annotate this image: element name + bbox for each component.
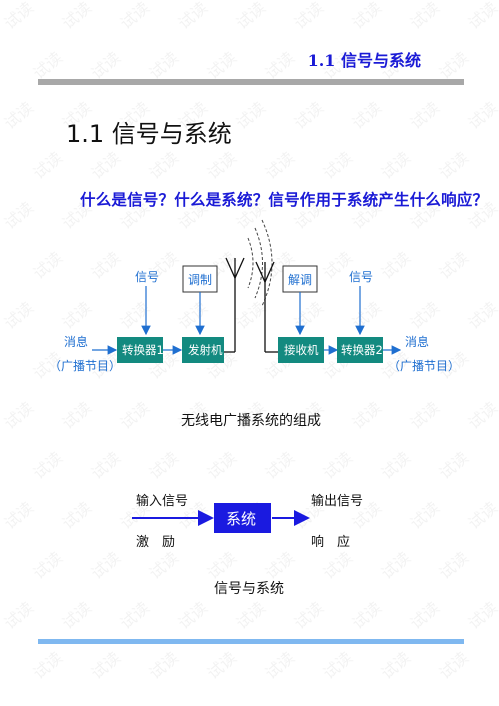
modulation-box — [182, 265, 218, 293]
footer-divider — [38, 639, 464, 644]
antenna-icon — [255, 261, 278, 353]
converter2-label: 转换器2 — [341, 343, 383, 357]
transmitter-box — [182, 337, 224, 363]
antenna-icon — [224, 257, 245, 353]
message-label-left: 消息 — [64, 334, 88, 349]
system-label: 系统 — [226, 510, 256, 528]
header-title: 1.1 信号与系统 — [307, 51, 421, 70]
message-label-right: 消息 — [405, 334, 429, 349]
converter1-label: 转换器1 — [122, 343, 164, 357]
system-box — [214, 503, 271, 533]
system-diagram-caption: 信号与系统 — [214, 581, 284, 597]
converter2-box — [337, 337, 383, 363]
slide-title: 1.1 信号与系统 — [66, 120, 232, 148]
output-signal-label: 输出信号 — [311, 494, 364, 509]
converter1-box — [117, 337, 163, 363]
excitation-label: 激 励 — [136, 535, 176, 550]
receiver-box — [278, 337, 324, 363]
modulation-label: 调制 — [188, 273, 212, 287]
header-divider — [38, 79, 464, 85]
transmitter-label: 发射机 — [188, 343, 223, 357]
input-signal-label: 输入信号 — [136, 494, 189, 509]
message-sub-right: （广播节目） — [388, 359, 460, 373]
signal-label-right: 信号 — [349, 270, 373, 284]
message-sub-left: （广播节目） — [49, 359, 121, 373]
response-label: 响 应 — [311, 535, 351, 550]
demodulation-label: 解调 — [288, 273, 312, 287]
signal-label-left: 信号 — [135, 270, 159, 284]
question-text: 什么是信号？什么是系统？信号作用于系统产生什么响应？ — [80, 191, 489, 209]
radio-wave-icon — [247, 219, 273, 307]
receiver-label: 接收机 — [284, 343, 319, 357]
demodulation-box — [282, 265, 318, 293]
radio-diagram-caption: 无线电广播系统的组成 — [181, 413, 321, 429]
